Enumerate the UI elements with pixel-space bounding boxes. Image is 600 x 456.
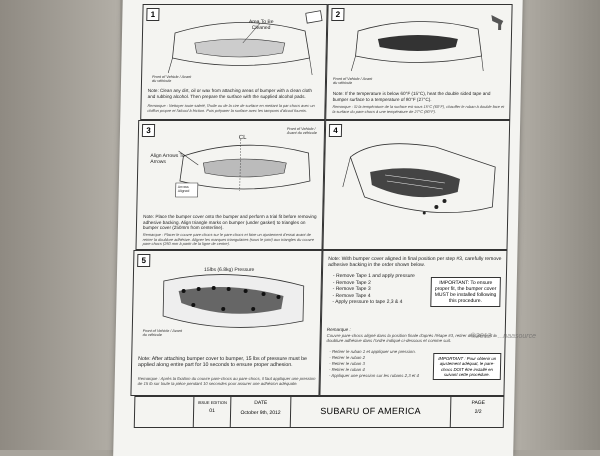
issue-label: ISSUE EDITION: [197, 400, 228, 405]
tape-removal-illustration: [342, 143, 496, 215]
step-1-note-fr: Remarque : Nettoyer toute saleté, l'huil…: [147, 103, 315, 113]
step-5-panel: 5 15lbs (6.8kg) Pressure Front of Vehicl…: [130, 250, 323, 396]
tape-step: - Apply pressure to tape 2,3 & 4: [332, 299, 403, 305]
page-cell: PAGE 2/2: [451, 397, 506, 427]
step-4-panel: 4: [322, 120, 511, 250]
procedure-note: Note: With bumper cover aligned in final…: [328, 256, 502, 268]
company-cell: SUBARU OF AMERICA: [290, 397, 452, 427]
remarque-title: Remarque :: [326, 327, 351, 332]
bumper-illustration: [175, 139, 311, 198]
title-block: ISSUE EDITION 01 DATE October 9th, 2012 …: [133, 396, 506, 428]
step-3-note-fr: Remarque : Placer le couvre pare-chocs s…: [142, 232, 315, 247]
front-of-vehicle-label: Front of Vehicle / Avant du véhicule: [332, 77, 373, 85]
pressure-label: 15lbs (6.8kg) Pressure: [203, 267, 255, 273]
tape-steps-list: - Remove Tape 1 and apply pressure - Rem…: [332, 273, 423, 306]
tape-step: - Remove Tape 1 and apply pressure: [332, 273, 415, 279]
front-of-vehicle-label: Front of Vehicle / Avant du véhicule: [142, 329, 182, 337]
step-number: 1: [146, 8, 160, 21]
background-left: [0, 0, 120, 450]
callout-align-arrows: Align Arrows To Arrows: [150, 153, 185, 165]
procedure-panel: Note: With bumper cover aligned in final…: [319, 250, 508, 396]
date-label: DATE: [254, 400, 268, 406]
heat-gun-icon: [491, 15, 504, 30]
front-of-vehicle-label: Front of Vehicle / Avant du véhicule: [286, 127, 317, 135]
front-of-vehicle-label: Front of Vehicle / Avant du véhicule: [151, 75, 192, 83]
step-2-note: Note: If the temperature is below 60°F (…: [332, 91, 491, 102]
step-number: 5: [137, 254, 151, 267]
watermark: ©2012 - ...naasource: [470, 333, 536, 340]
bumper-illustration: [350, 21, 484, 72]
step-1-panel: 1 Area To Be Cleaned Front of Vehicle / …: [140, 4, 328, 120]
page-value: 2/2: [474, 409, 482, 415]
step-5-note-fr: Remarque : Après la fixation du couvre p…: [137, 376, 316, 386]
fr-step: - Appliquer une pression sur les rubans …: [328, 373, 420, 378]
bumper-illustration: [167, 22, 313, 76]
instruction-sheet: 1 Area To Be Cleaned Front of Vehicle / …: [113, 0, 523, 456]
issue-edition-cell: ISSUE EDITION 01: [192, 397, 232, 427]
centerline-label: CL: [238, 135, 247, 141]
step-3-panel: 3 CL Align Arrows To Arrows Arrows Align…: [135, 120, 326, 250]
step-3-note: Note: Place the bumper cover onto the bu…: [142, 214, 317, 231]
step-2-panel: 2 Front of Vehicle / Avant du véhicule N…: [325, 4, 513, 120]
issue-value: 01: [209, 408, 215, 414]
fr-steps-list: - Retirer le ruban 1 et appliquer une pr…: [329, 349, 426, 379]
alcohol-pad-icon: [305, 10, 323, 24]
important-box: IMPORTANT: To ensure proper fit, the bum…: [430, 277, 501, 307]
step-5-note: Note: After attaching bumper cover to bu…: [138, 356, 307, 368]
callout-area-to-be-cleaned: Area To Be Cleaned: [248, 19, 274, 31]
page-label: PAGE: [471, 400, 486, 406]
callout-arrows-aligned: Arrows Aligned: [177, 185, 190, 193]
important-box-fr: IMPORTANT : Pour obtenir un ajustement a…: [432, 353, 502, 381]
step-1-note: Note: Clean any dirt, oil or wax from at…: [147, 88, 313, 99]
step-2-note-fr: Remarque : Si la température de la surfa…: [332, 104, 505, 114]
issue-cell: [135, 397, 194, 427]
step-number: 2: [331, 8, 345, 21]
step-number: 3: [141, 124, 156, 137]
company-name: SUBARU OF AMERICA: [320, 406, 422, 416]
pressure-illustration: [162, 274, 305, 328]
date-cell: DATE October 9th, 2012: [230, 397, 292, 427]
date-value: October 9th, 2012: [240, 410, 281, 416]
